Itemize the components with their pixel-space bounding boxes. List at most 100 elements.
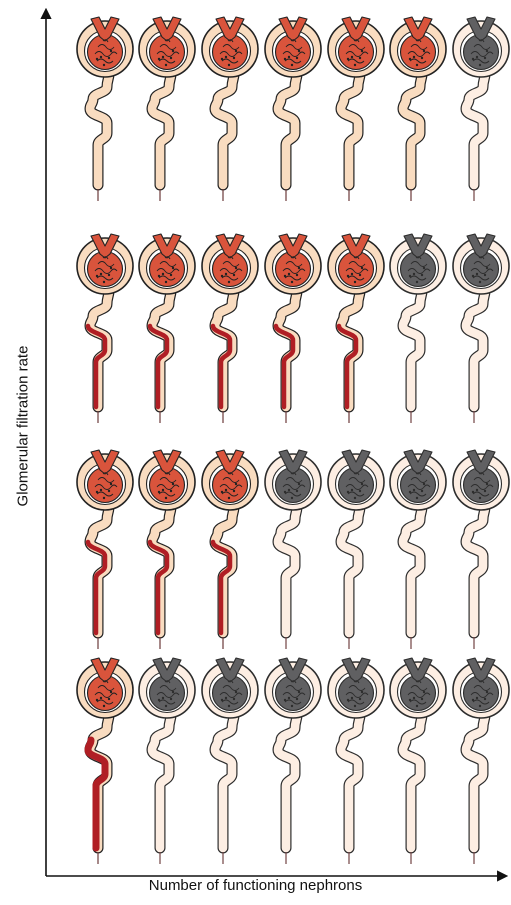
cell-dot	[347, 491, 349, 493]
cell-dot	[110, 483, 112, 485]
nonfunctioning-nephron	[453, 450, 509, 649]
cell-dot	[347, 58, 349, 60]
cell-dot	[165, 497, 167, 499]
nonfunctioning-nephron	[453, 234, 509, 423]
cell-dot	[416, 64, 418, 66]
cell-dot	[359, 274, 361, 276]
cell-dot	[284, 275, 286, 277]
cell-dot	[100, 56, 102, 58]
cell-dot	[361, 267, 363, 269]
cell-dot	[228, 497, 230, 499]
cell-dot	[221, 275, 223, 277]
cell-dot	[291, 64, 293, 66]
cell-dot	[103, 497, 105, 499]
cell-dot	[162, 56, 164, 58]
cell-dot	[158, 58, 160, 60]
cell-dot	[421, 274, 423, 276]
cell-dot	[162, 273, 164, 275]
cell-dot	[172, 483, 174, 485]
cell-dot	[409, 491, 411, 493]
cell-dot	[170, 57, 172, 59]
cell-dot	[354, 497, 356, 499]
functioning-nephron	[139, 450, 195, 649]
cell-dot	[170, 490, 172, 492]
cell-dot	[170, 274, 172, 276]
cell-dot	[421, 57, 423, 59]
cell-dot	[484, 57, 486, 59]
cell-dot	[170, 698, 172, 700]
cell-dot	[235, 50, 237, 52]
cell-dot	[235, 691, 237, 693]
cell-dot	[228, 281, 230, 283]
cell-dot	[484, 274, 486, 276]
functioning-nephron	[139, 234, 195, 423]
cell-dot	[476, 489, 478, 491]
cell-dot	[409, 699, 411, 701]
cell-dot	[413, 489, 415, 491]
cell-dot	[361, 691, 363, 693]
nonfunctioning-nephron	[328, 450, 384, 649]
functioning-nephron	[77, 658, 133, 864]
cell-dot	[228, 64, 230, 66]
cell-dot	[476, 273, 478, 275]
cell-dot	[225, 489, 227, 491]
cell-dot	[298, 50, 300, 52]
cell-dot	[347, 699, 349, 701]
cell-dot	[284, 491, 286, 493]
cell-dot	[162, 697, 164, 699]
cell-dot	[172, 267, 174, 269]
cell-dot	[288, 489, 290, 491]
cell-dot	[416, 281, 418, 283]
cell-dot	[296, 57, 298, 59]
cell-dot	[165, 281, 167, 283]
cell-dot	[409, 275, 411, 277]
functioning-nephron	[77, 234, 133, 423]
cell-dot	[296, 274, 298, 276]
cell-dot	[228, 705, 230, 707]
x-axis-label: Number of functioning nephrons	[0, 877, 511, 894]
cell-dot	[472, 58, 474, 60]
cell-dot	[291, 705, 293, 707]
cell-dot	[484, 490, 486, 492]
cell-dot	[351, 697, 353, 699]
cell-dot	[354, 281, 356, 283]
cell-dot	[96, 58, 98, 60]
cell-dot	[421, 698, 423, 700]
functioning-nephron	[202, 450, 258, 649]
cell-dot	[479, 281, 481, 283]
functioning-nephron	[265, 234, 321, 423]
cell-dot	[354, 64, 356, 66]
cell-dot	[233, 57, 235, 59]
cell-dot	[158, 275, 160, 277]
functioning-nephron	[77, 17, 133, 201]
cell-dot	[103, 705, 105, 707]
cell-dot	[235, 267, 237, 269]
nonfunctioning-nephron	[390, 234, 446, 423]
cell-dot	[351, 489, 353, 491]
cell-dot	[108, 274, 110, 276]
cell-dot	[479, 497, 481, 499]
cell-dot	[284, 58, 286, 60]
cell-dot	[221, 699, 223, 701]
functioning-nephron	[328, 234, 384, 423]
cell-dot	[225, 56, 227, 58]
functioning-nephron	[265, 17, 321, 201]
functioning-nephron	[202, 234, 258, 423]
cell-dot	[416, 497, 418, 499]
cell-dot	[96, 491, 98, 493]
cell-dot	[225, 273, 227, 275]
functioning-nephron	[202, 17, 258, 201]
cell-dot	[472, 699, 474, 701]
cell-dot	[221, 491, 223, 493]
cell-dot	[486, 267, 488, 269]
cell-dot	[351, 273, 353, 275]
cell-dot	[472, 491, 474, 493]
cell-dot	[158, 491, 160, 493]
cell-dot	[351, 56, 353, 58]
cell-dot	[221, 58, 223, 60]
cell-dot	[108, 698, 110, 700]
nonfunctioning-nephron	[453, 658, 509, 864]
nonfunctioning-nephron	[328, 658, 384, 864]
cell-dot	[298, 267, 300, 269]
